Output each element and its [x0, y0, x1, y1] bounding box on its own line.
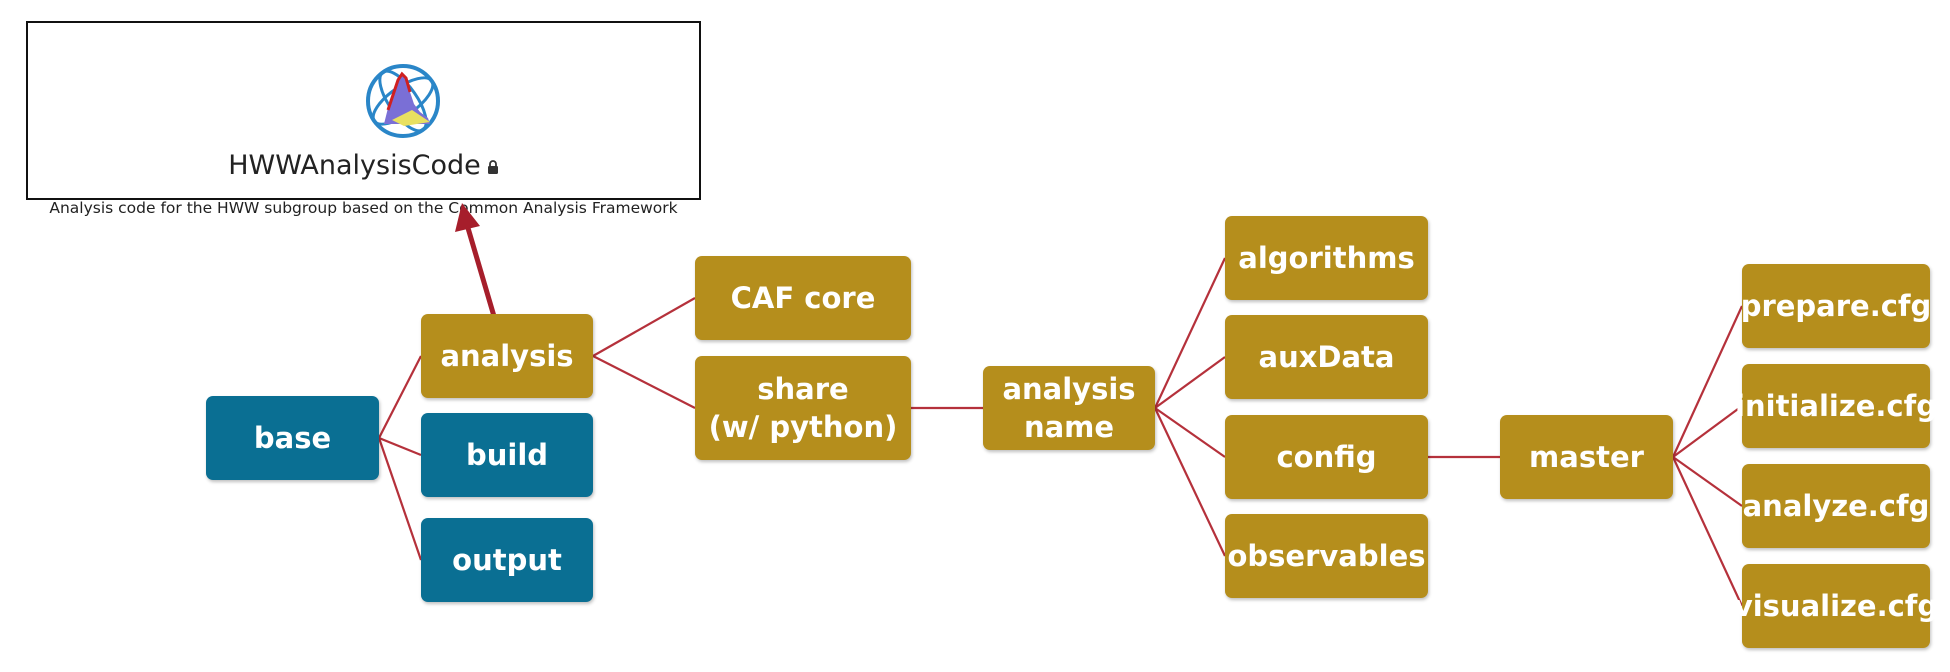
- node-caf-core: CAF core: [695, 256, 911, 340]
- node-observables: observables: [1225, 514, 1428, 598]
- repo-title-text[interactable]: HWWAnalysisCode: [228, 150, 481, 181]
- link-base-analysis: [378, 355, 422, 439]
- link-analysis-cafcore: [592, 297, 696, 357]
- caf-logo-icon: [366, 64, 440, 138]
- node-algorithms: algorithms: [1225, 216, 1428, 300]
- node-analyze-cfg: analyze.cfg: [1742, 464, 1930, 548]
- node-initialize-cfg: initialize.cfg: [1735, 364, 1937, 448]
- link-master-prepare: [1671, 305, 1744, 458]
- node-share: share (w/ python): [695, 356, 911, 460]
- link-analysis-share: [592, 355, 696, 409]
- repo-title[interactable]: HWWAnalysisCode: [28, 150, 699, 181]
- node-build: build: [421, 413, 593, 497]
- link-base-build: [378, 436, 422, 457]
- node-master: master: [1500, 415, 1673, 499]
- link-master-visualize: [1672, 456, 1743, 607]
- node-analysis: analysis: [421, 314, 593, 398]
- arrow-head: [455, 203, 480, 232]
- link-analysisname-config: [1154, 407, 1226, 458]
- link-analysisname-observables: [1154, 407, 1226, 557]
- node-analysis-name: analysis name: [983, 366, 1155, 450]
- node-visualize-cfg: visualize.cfg: [1734, 564, 1938, 648]
- node-auxdata: auxData: [1225, 315, 1428, 399]
- repo-card: HWWAnalysisCode Analysis code for the HW…: [26, 21, 701, 217]
- node-prepare-cfg: prepare.cfg: [1741, 264, 1931, 348]
- node-base: base: [206, 396, 379, 480]
- link-analysisname-algorithms: [1154, 257, 1226, 409]
- node-output: output: [421, 518, 593, 602]
- lock-icon: [487, 159, 498, 174]
- link-analysisname-auxdata: [1154, 356, 1226, 409]
- repo-description: Analysis code for the HWW subgroup based…: [49, 199, 678, 217]
- node-config: config: [1225, 415, 1428, 499]
- link-master-initialize: [1672, 405, 1743, 458]
- link-master-analyze: [1672, 456, 1743, 507]
- link-base-output: [377, 437, 423, 561]
